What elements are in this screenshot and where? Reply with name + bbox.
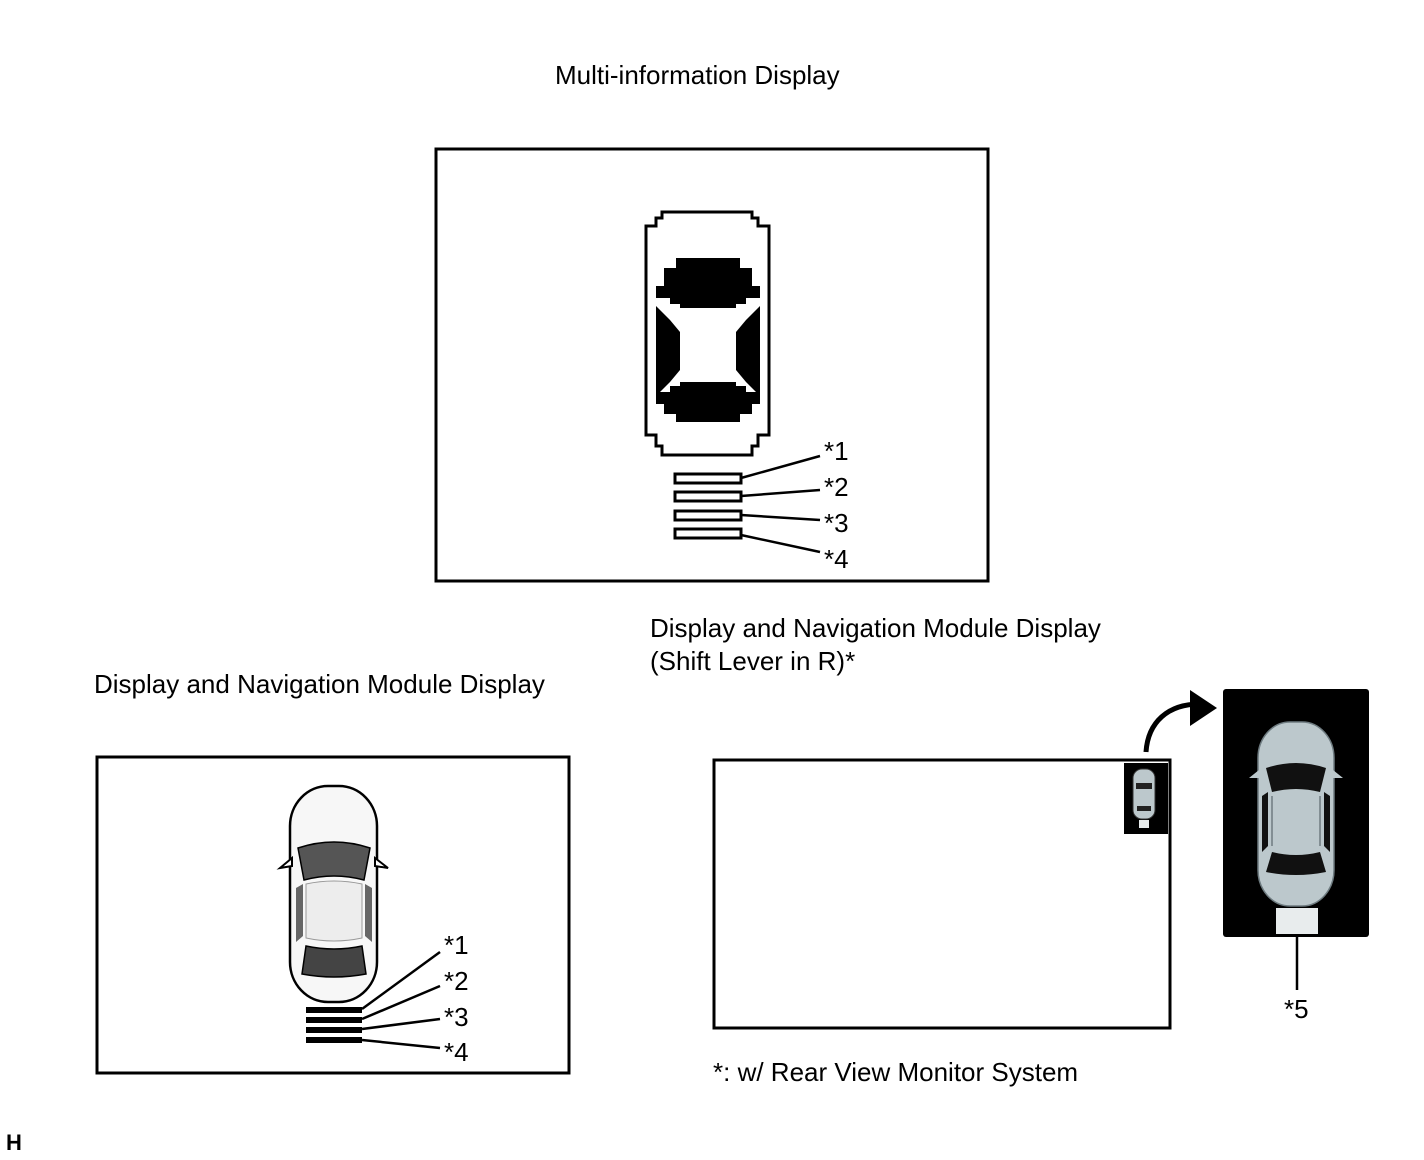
dnm-bar-4: [306, 1037, 362, 1043]
dnm-callout-1: *1: [444, 930, 469, 960]
dnm-sensor-bars: [306, 1007, 362, 1043]
title-display-navigation-module: Display and Navigation Module Display: [94, 669, 545, 699]
dnm-leader-lines: [361, 950, 441, 1050]
footnote: *: w/ Rear View Monitor System: [713, 1057, 1079, 1087]
dnm-callout-2: *2: [444, 966, 469, 996]
mid-sensor-bars: [673, 472, 743, 540]
mid-car-right-window: [736, 306, 760, 396]
rear-view-panel: [1223, 689, 1369, 937]
mid-callout-3: *3: [824, 508, 849, 538]
rear-callout-5: *5: [1284, 994, 1309, 1024]
rear-sensor-area: [1276, 908, 1318, 934]
mid-callout-4: *4: [824, 544, 849, 574]
corner-mark: H: [6, 1130, 22, 1155]
dnm-callout-3: *3: [444, 1002, 469, 1032]
mid-car-windshield: [656, 258, 760, 308]
dnm-car-icon: [276, 784, 389, 1004]
dnm-r-thumbnail: [1124, 763, 1168, 834]
title-display-navigation-module-r-line2: (Shift Lever in R)*: [650, 646, 856, 676]
dnm-bar-1: [306, 1007, 362, 1013]
mid-bar-1: [673, 472, 743, 485]
dnm-bar-2: [306, 1017, 362, 1023]
mid-frame: [434, 147, 990, 583]
mid-car-rear-window: [656, 382, 760, 422]
dnm-callout-4: *4: [444, 1037, 469, 1067]
dnm-bar-3: [306, 1027, 362, 1033]
mid-bar-3: [673, 509, 743, 522]
title-display-navigation-module-r-line1: Display and Navigation Module Display: [650, 613, 1101, 643]
mid-car-icon: [644, 210, 771, 457]
zoom-arrow-head: [1190, 690, 1217, 726]
mid-leader-lines: [740, 454, 821, 554]
mid-callout-1: *1: [824, 436, 849, 466]
mid-car-left-window: [656, 306, 680, 396]
mid-callout-2: *2: [824, 472, 849, 502]
dnm-frame: [95, 755, 571, 1075]
dnm-r-frame: [712, 758, 1172, 1030]
mid-bar-4: [673, 527, 743, 540]
mid-bar-2: [673, 490, 743, 503]
title-multi-information-display: Multi-information Display: [555, 60, 840, 90]
